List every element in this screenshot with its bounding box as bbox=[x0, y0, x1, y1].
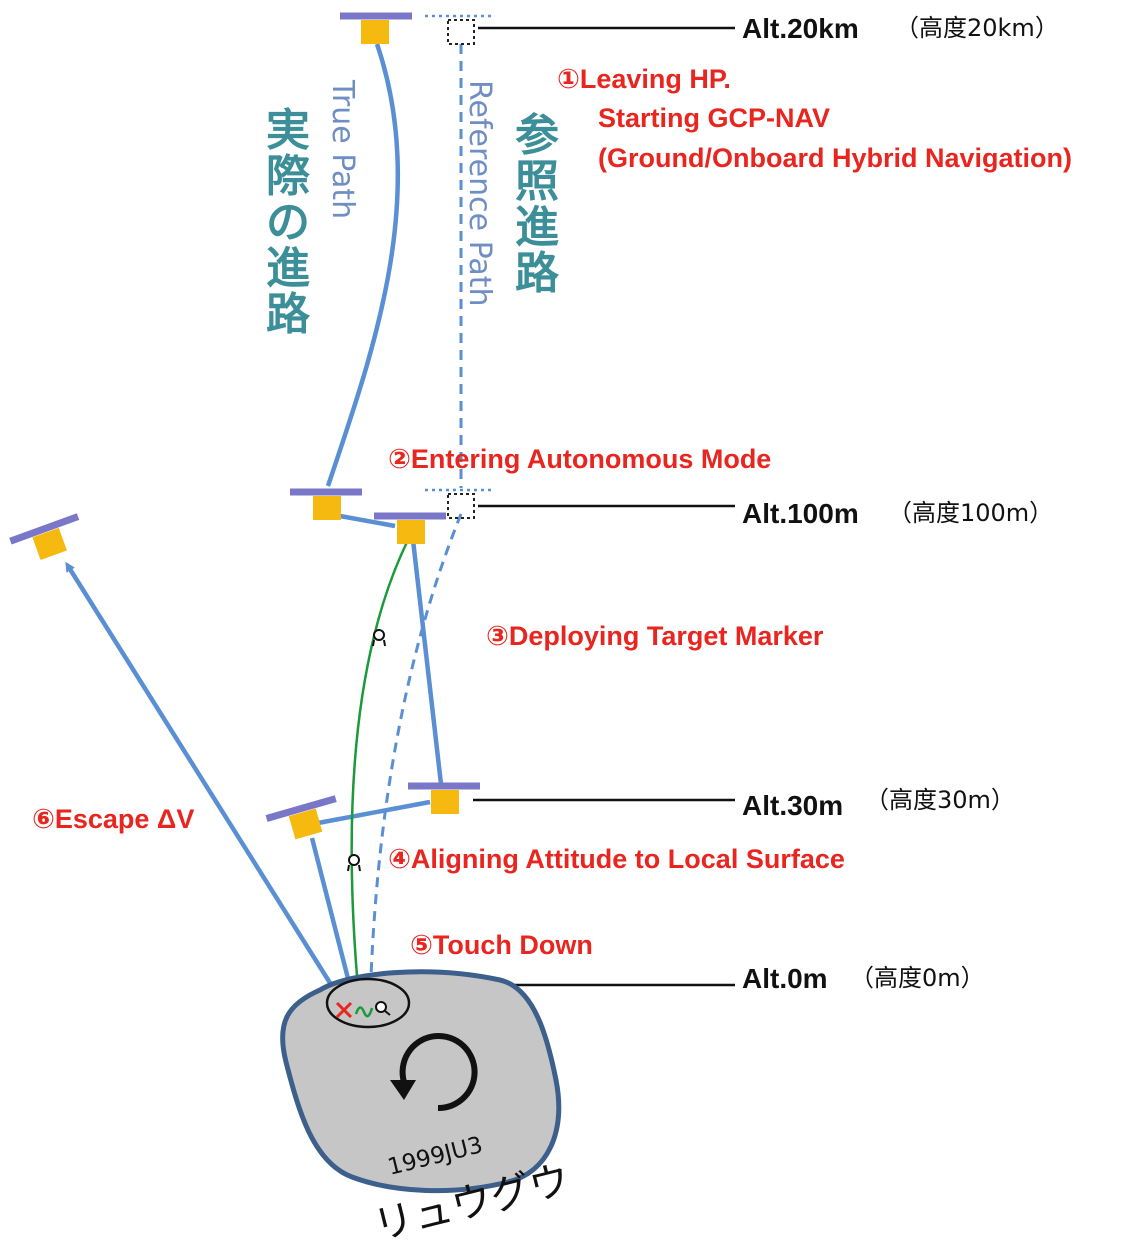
reference-path-label: Reference Path bbox=[462, 80, 497, 307]
spacecraft-aligning bbox=[265, 795, 337, 840]
alt-0m-label: Alt.0m bbox=[742, 963, 828, 994]
alt-30m-label-jp: （高度30m） bbox=[865, 786, 1015, 814]
true-path-final bbox=[309, 837, 357, 1003]
alt-0m-label-jp: （高度0m） bbox=[850, 964, 985, 992]
step-2-label: ②Entering Autonomous Mode bbox=[388, 444, 771, 474]
spacecraft-escaped bbox=[9, 513, 80, 560]
asteroid-body bbox=[280, 969, 562, 1194]
spacecraft-100m-corrected bbox=[374, 512, 446, 544]
reference-spacecraft-top bbox=[425, 14, 495, 45]
step-1-line-2: Starting GCP-NAV bbox=[598, 103, 830, 133]
altitude-lines bbox=[473, 26, 735, 987]
alt-30m-label: Alt.30m bbox=[742, 790, 843, 821]
asteroid-ryugu: 1999JU3 bbox=[280, 969, 562, 1194]
true-path-upper bbox=[325, 43, 401, 487]
alt-100m-label-jp: （高度100m） bbox=[888, 499, 1053, 527]
touchdown-markers bbox=[335, 1001, 391, 1019]
spacecraft-20km bbox=[340, 12, 412, 44]
step-5-label: ⑤Touch Down bbox=[410, 930, 593, 960]
escape-trajectory bbox=[65, 561, 344, 1004]
true-path-jp-label: 実際の進路 bbox=[266, 105, 311, 340]
step-3-label: ③Deploying Target Marker bbox=[486, 621, 824, 651]
svg-text:参照進路: 参照進路 bbox=[515, 110, 560, 299]
step-4-label: ④Aligning Attitude to Local Surface bbox=[388, 844, 845, 874]
landing-zone bbox=[325, 977, 411, 1029]
spacecraft-30m bbox=[408, 782, 480, 814]
landing-x-icon bbox=[335, 1001, 353, 1019]
target-marker-icon bbox=[347, 854, 361, 872]
alt-100m-label: Alt.100m bbox=[742, 498, 859, 529]
true-path bbox=[65, 43, 444, 1004]
alt-20km-label-jp: （高度20km） bbox=[895, 14, 1059, 42]
step-1-line-3: (Ground/Onboard Hybrid Navigation) bbox=[598, 143, 1072, 173]
landing-squiggle-icon bbox=[354, 1006, 374, 1018]
target-marker-icon bbox=[372, 629, 386, 647]
reference-path-jp-label: 参照進路 bbox=[515, 110, 560, 299]
reference-spacecraft-100m bbox=[425, 488, 495, 519]
alt-20km-label: Alt.20km bbox=[742, 13, 859, 44]
true-path-label: True Path bbox=[325, 79, 360, 219]
svg-text:実際の進路: 実際の進路 bbox=[266, 105, 311, 340]
true-path-shift-100m bbox=[339, 513, 396, 529]
step-6-label: ⑥Escape ΔV bbox=[32, 804, 194, 834]
rotation-arrowhead-icon bbox=[390, 1080, 416, 1100]
rotation-arrow-icon bbox=[399, 1033, 478, 1112]
true-path-descent bbox=[410, 539, 444, 785]
target-marker-path bbox=[350, 539, 410, 1011]
spacecraft-100m-true bbox=[290, 488, 362, 520]
true-path-shift-30m bbox=[317, 799, 431, 826]
step-1-line-1: ①Leaving HP. bbox=[557, 64, 731, 94]
reference-path bbox=[368, 44, 463, 1006]
target-marker-icon bbox=[375, 1001, 391, 1016]
